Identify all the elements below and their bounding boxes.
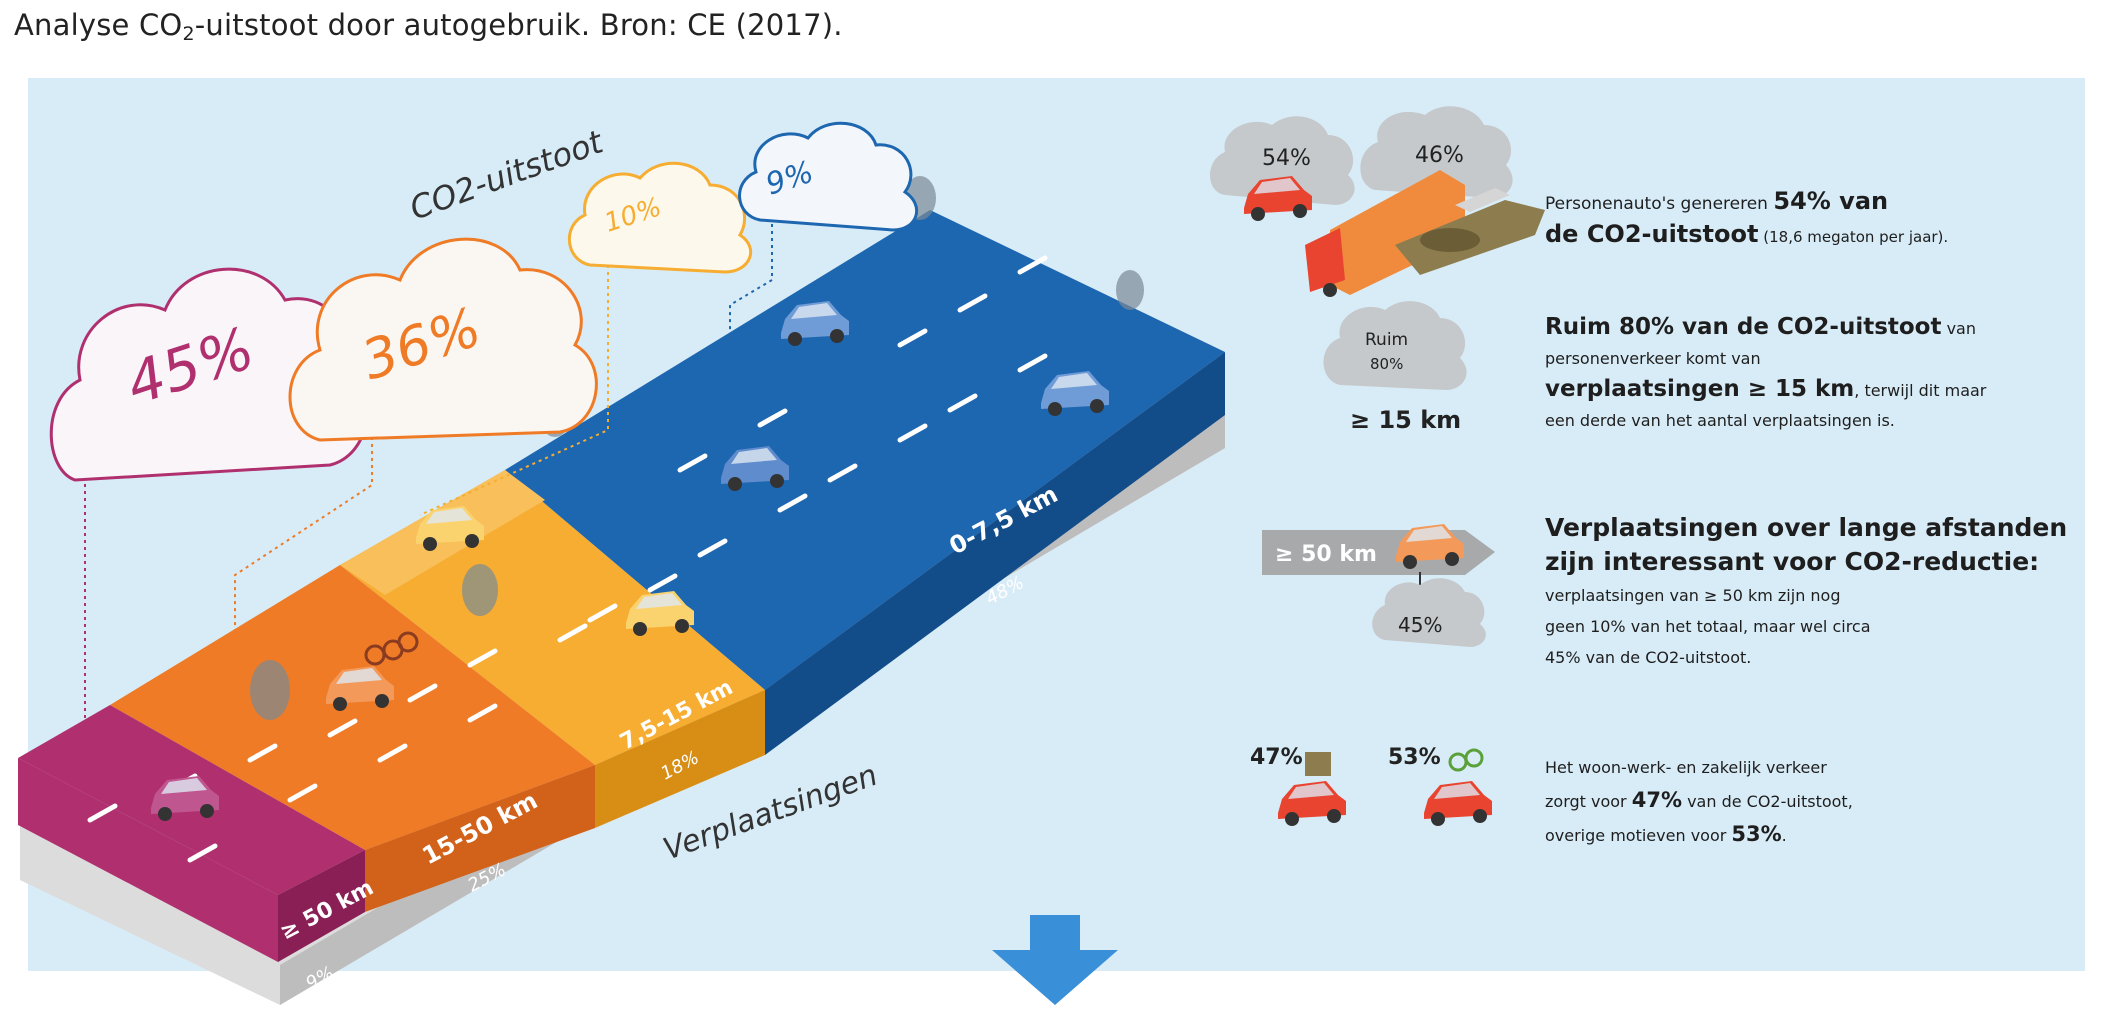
pct-46-label: 46% [1415, 143, 1464, 168]
bike-rack-icon [1448, 748, 1484, 772]
pct-54-label: 54% [1262, 146, 1311, 171]
pct-53-label: 53% [1388, 745, 1441, 770]
ship-icon [1395, 188, 1545, 275]
car-icon [1424, 781, 1492, 826]
truck-icon [1305, 170, 1465, 297]
cloud-45-small-icon [1372, 578, 1486, 647]
cloud-leader-lines [84, 210, 773, 730]
cloud-ruim-80-icon [1323, 301, 1467, 390]
pct-45-small-label: 45% [1398, 613, 1442, 637]
dist-15-km-label: ≥ 15 km [1350, 406, 1461, 434]
info-block-motives: Het woon-werk- en zakelijk verkeer zorgt… [1545, 758, 1853, 846]
bike-rack-icon [364, 631, 419, 666]
cloud-46-icon [1360, 106, 1513, 198]
car-icon [1278, 781, 1346, 826]
figure-caption: Analyse CO2-uitstoot door autogebruik. B… [14, 8, 843, 45]
cloud-36 [288, 237, 598, 442]
cloud-10 [568, 161, 753, 274]
pct-47-label: 47% [1250, 745, 1303, 770]
cloud-54-icon [1210, 116, 1355, 205]
suitcase-icon [1305, 752, 1331, 776]
road-segment-15-50-km [110, 565, 595, 912]
road-segment-0-7-5-km [505, 210, 1225, 755]
info-block-80: Ruim 80% van de CO2-uitstoot van persone… [1545, 314, 1987, 430]
down-arrow-icon [992, 915, 1118, 1005]
info-block-54: Personenauto's genereren 54% van de CO2-… [1545, 187, 1949, 248]
cloud-9 [738, 121, 918, 232]
info-block-long-distance: Verplaatsingen over lange afstanden zijn… [1545, 513, 2068, 667]
cloud-ruim-label: Ruim [1365, 330, 1408, 350]
arrow-50-km-label: ≥ 50 km [1275, 542, 1377, 567]
co2-title: CO2-uitstoot [405, 122, 609, 227]
cloud-80-label: 80% [1370, 355, 1403, 373]
